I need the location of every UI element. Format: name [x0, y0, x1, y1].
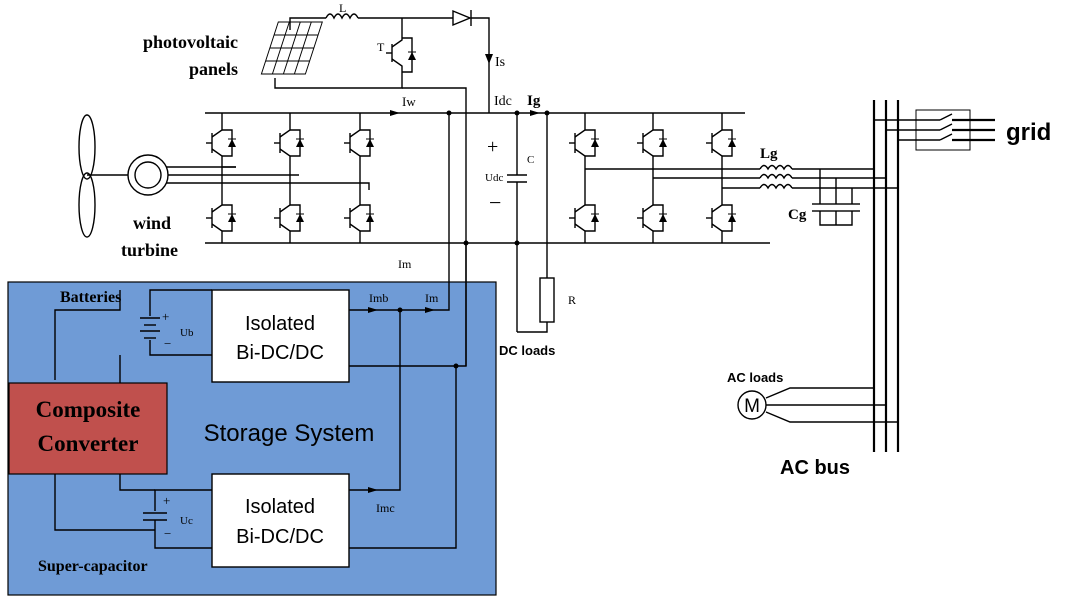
isolated-converter-bottom [211, 473, 350, 568]
resistor-R-icon [539, 277, 555, 323]
composite-converter-box [8, 382, 168, 475]
composite-label-2: Converter [38, 431, 139, 456]
label-Ub: Ub [180, 327, 194, 339]
iso-top-line1: Isolated [245, 313, 315, 335]
igbt-icon [274, 125, 304, 161]
iso-top-line2: Bi-DC/DC [236, 342, 324, 364]
label-C: C [527, 154, 534, 166]
diode-icon [452, 9, 472, 27]
label-motor-M: M [744, 396, 760, 417]
isolated-converter-top [211, 289, 350, 383]
storage-wiring [54, 113, 467, 549]
wind-label-2: turbine [121, 240, 178, 260]
capacitor-Cg-icon [812, 169, 860, 226]
iso-bottom-line2: Bi-DC/DC [236, 526, 324, 548]
label-ac-loads: AC loads [727, 370, 783, 385]
inductor-Lg-icon [759, 164, 793, 171]
composite-label-1: Composite [36, 397, 141, 422]
label-supercap: Super-capacitor [38, 558, 148, 575]
pv-boost-circuit [260, 9, 490, 366]
label-minus-b: − [164, 336, 171, 351]
label-R: R [568, 293, 576, 307]
inductor-L-icon [325, 13, 359, 20]
grid-switch-icon [874, 109, 995, 151]
label-Is: Is [495, 55, 505, 70]
igbt-icon [569, 125, 599, 161]
label-grid: grid [1006, 119, 1051, 146]
label-dc-loads: DC loads [499, 343, 555, 358]
label-Iw: Iw [402, 94, 416, 109]
label-Im-top: Im [398, 257, 412, 271]
label-minus-dc: − [489, 190, 501, 215]
capacitor-C-icon [507, 174, 527, 183]
label-Lg: Lg [760, 146, 778, 162]
igbt-icon [344, 200, 374, 236]
label-T: T [377, 40, 385, 54]
iso-bottom-line1: Isolated [245, 496, 315, 518]
label-L: L [339, 1, 346, 15]
label-ac-bus: AC bus [780, 457, 850, 479]
pv-label-1: photovoltaic [143, 32, 238, 52]
wind-label-1: wind [133, 213, 171, 233]
ac-bus [872, 100, 900, 452]
label-Uc: Uc [180, 515, 193, 527]
igbt-icon [206, 200, 236, 236]
igbt-icon [637, 200, 667, 236]
igbt-icon [206, 125, 236, 161]
igbt-switch-T-icon [386, 37, 416, 73]
label-Im-storage: Im [425, 291, 439, 305]
label-minus-c: − [164, 526, 171, 541]
label-batteries: Batteries [60, 289, 121, 306]
igbt-icon [637, 125, 667, 161]
motor-icon [737, 387, 898, 423]
igbt-icon [706, 200, 736, 236]
label-plus-b: + [162, 309, 169, 324]
igbt-icon [344, 125, 374, 161]
igbt-bridges [206, 113, 736, 243]
igbt-icon [706, 125, 736, 161]
label-Udc: Udc [485, 172, 503, 184]
label-plus-c: + [163, 493, 170, 508]
label-Idc: Idc [494, 94, 512, 109]
label-plus-dc: + [487, 136, 498, 158]
storage-system-label: Storage System [204, 420, 375, 447]
label-Imc: Imc [376, 501, 395, 515]
igbt-icon [274, 200, 304, 236]
solar-panel-icon [260, 21, 323, 75]
label-Imb: Imb [369, 291, 388, 305]
label-Ig: Ig [527, 93, 541, 109]
label-Cg: Cg [788, 207, 807, 223]
pv-label-2: panels [189, 59, 238, 79]
igbt-icon [569, 200, 599, 236]
